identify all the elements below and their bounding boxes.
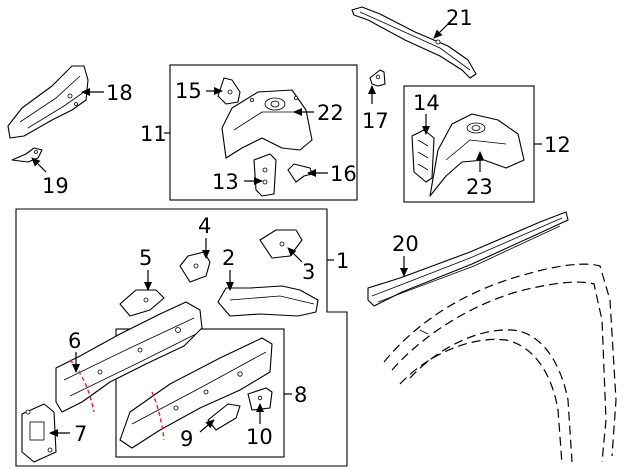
part-20-side-rail	[367, 211, 569, 307]
part-13-brace	[253, 153, 277, 197]
part-21-upper-rail	[351, 6, 477, 79]
part-9-bracket	[207, 403, 241, 431]
part-2-reinforcement	[217, 285, 319, 317]
part-22-strut-tower	[221, 89, 313, 159]
callout-16: 16	[330, 162, 357, 186]
callout-21: 21	[446, 6, 473, 30]
callout-17: 17	[362, 109, 389, 133]
part-15-bracket	[217, 77, 241, 105]
callout-8: 8	[294, 383, 307, 407]
callout-11: 11	[140, 122, 167, 146]
callout-2: 2	[222, 246, 235, 270]
callout-19: 19	[42, 174, 69, 198]
part-5-bracket	[119, 289, 165, 317]
callout-23: 23	[466, 175, 493, 199]
callout-20: 20	[392, 232, 419, 256]
callout-15: 15	[175, 79, 202, 103]
part-6-front-rail	[55, 301, 203, 413]
part-19-clip	[11, 147, 43, 163]
callout-7: 7	[74, 422, 87, 446]
callout-4: 4	[198, 214, 211, 238]
callout-22: 22	[317, 101, 344, 125]
part-17-bracket	[369, 69, 386, 87]
part-3-bracket	[259, 229, 303, 259]
callout-14: 14	[413, 91, 440, 115]
callout-13: 13	[212, 170, 239, 194]
callout-18: 18	[106, 81, 133, 105]
callout-12: 12	[544, 133, 571, 157]
part-8-rail-assembly	[119, 337, 273, 449]
callout-5: 5	[139, 246, 152, 270]
callout-1: 1	[336, 249, 349, 273]
callout-6: 6	[68, 329, 81, 353]
part-14-panel	[411, 129, 435, 183]
callout-3: 3	[302, 260, 315, 284]
part-4-bracket	[179, 251, 211, 283]
leader-19	[31, 157, 47, 173]
callout-9: 9	[180, 427, 193, 451]
leader-3	[287, 247, 303, 263]
part-10-bracket	[247, 387, 273, 411]
part-7-mount-plate	[21, 403, 57, 463]
leader-21	[433, 23, 449, 39]
group-box-1	[15, 208, 348, 467]
part-18-apron-reinforcement	[7, 65, 89, 139]
fender-outline	[383, 263, 617, 465]
leader-9	[199, 419, 215, 433]
callout-10: 10	[246, 425, 273, 449]
